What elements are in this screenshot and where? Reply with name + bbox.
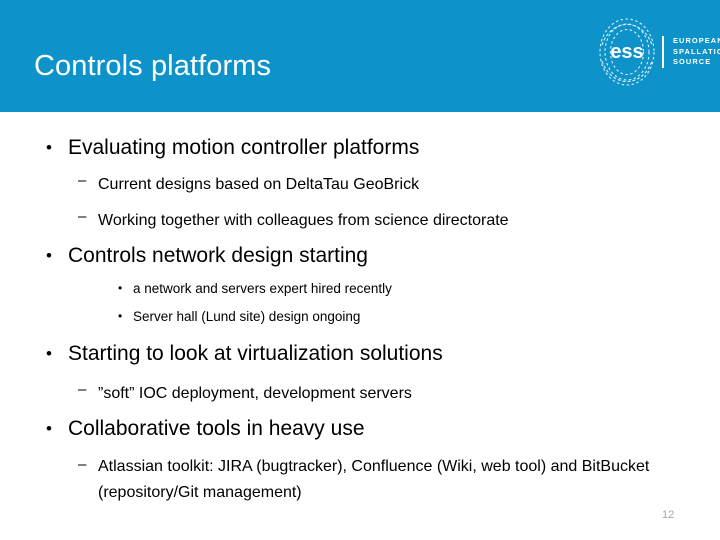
bullet-list-level-2: – Current designs based on DeltaTau GeoB… xyxy=(0,170,720,235)
dash-marker-icon: – xyxy=(78,208,87,225)
bullet-marker-icon: • xyxy=(118,309,123,323)
bullet-text: Server hall (Lund site) design ongoing xyxy=(133,309,361,324)
bullet-list-level-1: • Collaborative tools in heavy use xyxy=(0,416,720,442)
bullet-text: Working together with colleagues from sc… xyxy=(98,212,509,229)
bullet-item-level-2: – Working together with colleagues from … xyxy=(78,206,720,235)
bullet-group: • Collaborative tools in heavy use – Atl… xyxy=(0,416,720,506)
ess-logo-line-3: SOURCE xyxy=(673,57,712,67)
dash-marker-icon: – xyxy=(78,456,87,473)
bullet-marker-icon: • xyxy=(118,281,123,295)
ess-logo: ess EUROPEAN SPALLATION SOURCE xyxy=(596,12,720,92)
bullet-list-level-1: • Starting to look at virtualization sol… xyxy=(0,341,720,367)
bullet-text: ”soft” IOC deployment, development serve… xyxy=(98,385,412,402)
bullet-list-level-1: • Controls network design starting xyxy=(0,243,720,269)
bullet-item-level-3: • Server hall (Lund site) design ongoing xyxy=(118,307,720,326)
bullet-text: Atlassian toolkit: JIRA (bugtracker), Co… xyxy=(98,458,650,501)
bullet-item-level-2: – ”soft” IOC deployment, development ser… xyxy=(78,379,720,408)
bullet-marker-icon: • xyxy=(46,138,52,157)
bullet-text: Evaluating motion controller platforms xyxy=(68,136,420,159)
page-number: 12 xyxy=(662,509,675,521)
bullet-list-level-2: – Atlassian toolkit: JIRA (bugtracker), … xyxy=(0,454,720,506)
bullet-text: a network and servers expert hired recen… xyxy=(133,281,392,296)
bullet-item-level-1: • Starting to look at virtualization sol… xyxy=(46,341,720,367)
page-title: Controls platforms xyxy=(34,50,272,82)
dash-marker-icon: – xyxy=(78,381,87,398)
ess-emblem-wordmark: ess xyxy=(610,41,643,63)
bullet-text: Collaborative tools in heavy use xyxy=(68,417,365,440)
bullet-group: • Controls network design starting • a n… xyxy=(0,243,720,326)
bullet-marker-icon: • xyxy=(46,246,52,265)
bullet-text: Current designs based on DeltaTau GeoBri… xyxy=(98,176,420,193)
bullet-list-level-2: – ”soft” IOC deployment, development ser… xyxy=(0,379,720,408)
bullet-text: Controls network design starting xyxy=(68,244,368,267)
slide-body: • Evaluating motion controller platforms… xyxy=(0,112,720,540)
ess-logo-line-2: SPALLATION xyxy=(673,46,720,56)
bullet-item-level-2: – Atlassian toolkit: JIRA (bugtracker), … xyxy=(78,454,720,506)
bullet-marker-icon: • xyxy=(46,344,52,363)
bullet-group: • Evaluating motion controller platforms… xyxy=(0,135,720,235)
bullet-item-level-2: – Current designs based on DeltaTau GeoB… xyxy=(78,170,720,199)
bullet-item-level-1: • Evaluating motion controller platforms xyxy=(46,135,720,161)
bullet-item-level-3: • a network and servers expert hired rec… xyxy=(118,279,720,298)
title-band: Controls platforms ess EUROPEAN SPALLATI xyxy=(0,0,720,112)
ess-emblem-icon: ess xyxy=(596,15,658,89)
bullet-text: Starting to look at virtualization solut… xyxy=(68,342,443,365)
bullet-list-level-1: • Evaluating motion controller platforms xyxy=(0,135,720,161)
bullet-item-level-1: • Collaborative tools in heavy use xyxy=(46,416,720,442)
dash-marker-icon: – xyxy=(78,172,87,189)
bullet-marker-icon: • xyxy=(46,419,52,438)
ess-logo-text: EUROPEAN SPALLATION SOURCE xyxy=(662,36,720,68)
bullet-group: • Starting to look at virtualization sol… xyxy=(0,341,720,408)
ess-logo-line-1: EUROPEAN xyxy=(673,36,720,46)
bullet-item-level-1: • Controls network design starting xyxy=(46,243,720,269)
bullet-list-level-3: • a network and servers expert hired rec… xyxy=(0,279,720,326)
